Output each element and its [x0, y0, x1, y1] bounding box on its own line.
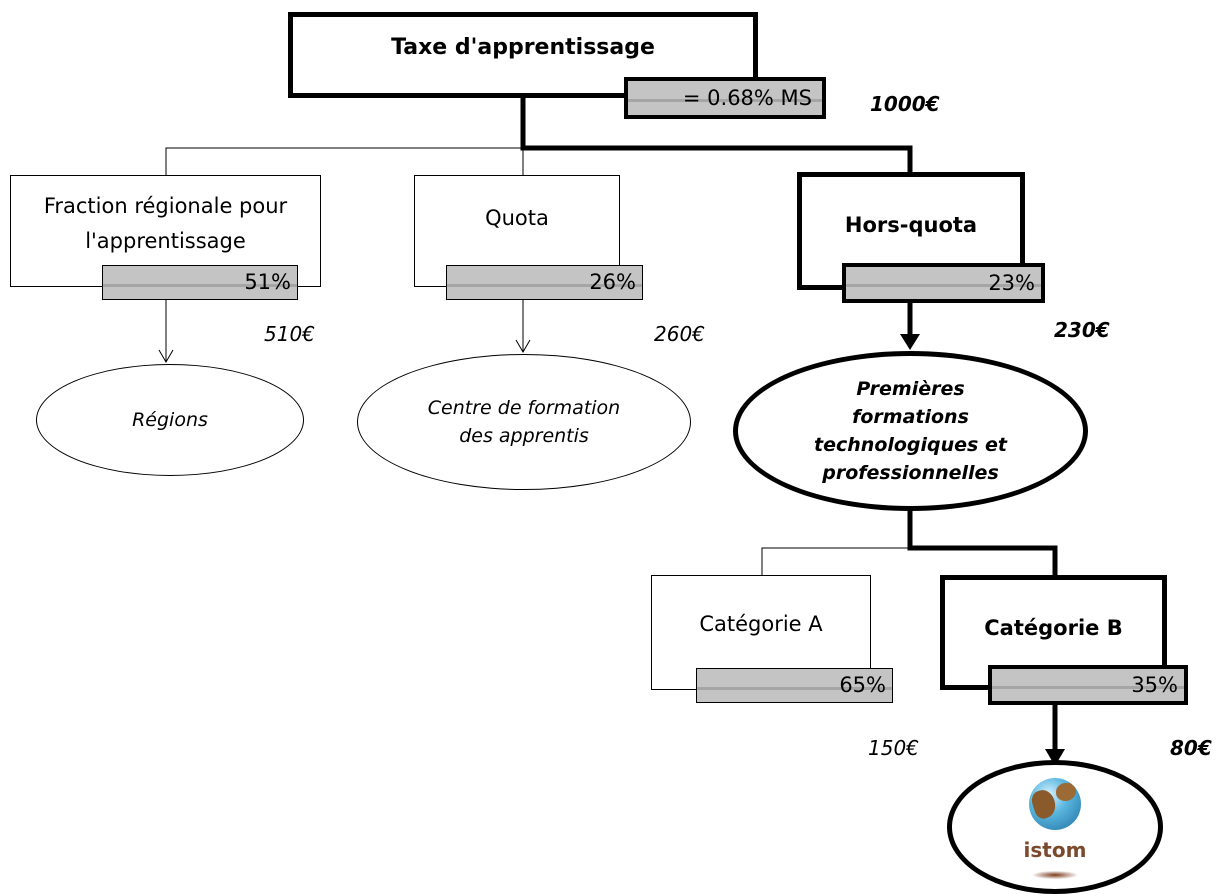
istom-logo-text: istom	[1023, 838, 1087, 862]
node-cat-a-title: Catégorie A	[699, 612, 823, 636]
root-rate: = 0.68% MS	[682, 86, 812, 110]
cat-a-pct-badge: 65%	[696, 668, 893, 703]
regional-amount: 510€	[264, 322, 315, 346]
target-istom: istom	[947, 760, 1163, 894]
connector-root-hors-quota	[520, 95, 913, 177]
node-cat-b-title: Catégorie B	[984, 616, 1123, 640]
cat-b-pct: 35%	[1131, 673, 1178, 697]
node-hors-quota-title: Hors-quota	[844, 213, 978, 237]
root-rate-badge: = 0.68% MS	[624, 77, 826, 119]
connector-cat-a	[761, 547, 910, 578]
connector-cat-b	[907, 508, 1058, 578]
cat-a-amount: 150€	[868, 736, 919, 760]
quota-pct: 26%	[589, 270, 636, 294]
istom-logo-shadow	[1033, 871, 1077, 879]
node-regional-title: Fraction régionale pour l'apprentissage	[43, 194, 288, 253]
target-premieres-formations: Premières formations technologiques et p…	[733, 351, 1088, 511]
target-cfa-label: Centre de formation des apprentis	[427, 397, 621, 447]
cat-a-pct: 65%	[839, 673, 886, 697]
target-cfa: Centre de formation des apprentis	[357, 354, 691, 490]
hors-quota-amount: 230€	[1054, 318, 1110, 342]
root-node: Taxe d'apprentissage	[288, 12, 758, 98]
target-regions: Régions	[36, 364, 304, 476]
cat-b-amount: 80€	[1170, 736, 1212, 760]
arrowhead-cat-b	[1045, 749, 1065, 766]
regional-pct: 51%	[244, 270, 291, 294]
target-regions-label: Régions	[132, 409, 208, 431]
cat-b-pct-badge: 35%	[988, 665, 1188, 705]
hors-quota-pct: 23%	[988, 271, 1035, 295]
arrowhead-regional	[158, 349, 174, 363]
regional-pct-badge: 51%	[102, 265, 298, 300]
arrowhead-quota	[515, 339, 531, 353]
root-title: Taxe d'apprentissage	[391, 35, 655, 60]
connector-root-regional	[165, 95, 524, 177]
istom-globe-icon	[1029, 778, 1081, 830]
hors-quota-pct-badge: 23%	[842, 263, 1045, 303]
arrowhead-hors-quota	[900, 334, 920, 350]
quota-amount: 260€	[654, 322, 705, 346]
target-premieres-formations-label: Premières formations technologiques et p…	[814, 378, 1007, 484]
root-amount: 1000€	[870, 92, 940, 116]
quota-pct-badge: 26%	[446, 265, 643, 300]
node-quota-title: Quota	[485, 206, 549, 230]
